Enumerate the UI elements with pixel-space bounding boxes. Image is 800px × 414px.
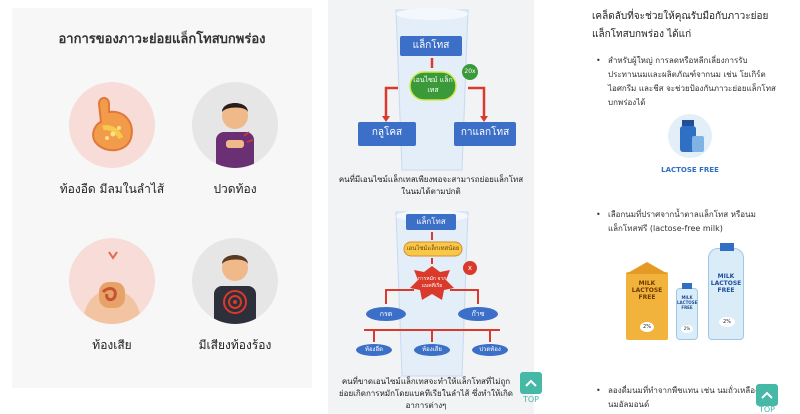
- milk-bottle-large: MILK LACTOSE FREE 2%: [708, 243, 744, 340]
- lactose-label: แล็กโทส: [412, 40, 450, 51]
- symptoms-panel: อาการของภาวะย่อยแล็กโทสบกพร่อง ท้องอืด ม…: [12, 8, 312, 388]
- symptom-label: ท้องเสีย: [92, 338, 132, 352]
- tip-bullet-1: สำหรับผู้ใหญ่ การลดหรือหลีกเลี่ยงการรับป…: [596, 54, 776, 110]
- product-label: FREE: [638, 294, 656, 301]
- symptom-label: มีเสียงท้องร้อง: [198, 338, 272, 352]
- lactose-free-icon: [658, 108, 722, 172]
- symptoms-title: อาการของภาวะย่อยแล็กโทสบกพร่อง: [58, 32, 266, 47]
- tip-bullet-3: ลองดื่มนมที่ทำจากพืชแทน เช่น นมถั่วเหลือ…: [596, 384, 776, 412]
- alert-badge-icon: [463, 261, 477, 275]
- symptom-label: ท้องอืด มีลมในลำไส้: [59, 182, 165, 196]
- product-label: LACTOSE: [710, 280, 742, 287]
- product-label: FREE: [681, 305, 693, 310]
- product-pct: 2%: [681, 325, 693, 333]
- product-label: MILK: [681, 295, 693, 300]
- gas-oval: [458, 307, 498, 321]
- back-to-top-label-right: TOP: [758, 405, 775, 414]
- alert-badge-label: x: [467, 264, 473, 272]
- back-to-top-button[interactable]: [520, 372, 542, 394]
- acid-oval: [366, 307, 406, 321]
- tips-intro: เคล็ดลับที่จะช่วยให้คุณรับมือกับภาวะย่อย…: [592, 11, 769, 40]
- rumbling-stomach-person-icon: [192, 238, 278, 324]
- bloating-label: ท้องอืด: [365, 346, 383, 353]
- fermentation-burst: [410, 266, 454, 300]
- tip-bullet-2: เลือกนมที่ปราศจากน้ำตาลแล็กโทส หรือนมแล็…: [596, 208, 776, 236]
- symptom-bloating: ท้องอืด มีลมในลำไส้: [57, 82, 167, 199]
- back-to-top-button-right[interactable]: [756, 384, 778, 406]
- digestion-diagram-panel: แล็กโทส เอนไซม์ แล็กเทส 20x กลูโคส กาแลก…: [328, 0, 534, 414]
- enzyme-pill: [409, 71, 457, 101]
- cramp-oval: [472, 344, 508, 356]
- product-label: FREE: [717, 287, 735, 294]
- milk-carton: MILK LACTOSE FREE 2%: [626, 262, 668, 340]
- symptom-label: ปวดท้อง: [213, 182, 257, 196]
- product-label: LACTOSE: [631, 287, 663, 294]
- diarrhea-label: ท้องเสีย: [422, 346, 442, 353]
- gas-label: ก๊าซ: [471, 310, 485, 318]
- stomach-icon: [69, 82, 155, 168]
- low-enzyme-label: เอนไซม์แล็กเทสน้อย: [406, 245, 460, 252]
- product-label: LACTOSE: [677, 300, 698, 305]
- bloating-oval: [356, 344, 392, 356]
- acid-label: กรด: [379, 310, 393, 318]
- glucose-label: กลูโคส: [371, 127, 403, 138]
- enzyme-label: เอนไซม์ แล็กเทส: [413, 76, 453, 94]
- intestine-icon: [69, 238, 155, 324]
- stomachache-person-icon: [192, 82, 278, 168]
- diarrhea-oval: [414, 344, 450, 356]
- milk-bottle-small: MILK LACTOSE FREE 2%: [676, 283, 698, 340]
- back-to-top-label: TOP: [522, 395, 539, 404]
- lactose-label-2: แล็กโทส: [416, 217, 446, 226]
- product-label: MILK: [638, 280, 656, 287]
- chevron-up-icon: [525, 379, 537, 387]
- galactose-box: [454, 122, 516, 146]
- lactose-box: [400, 36, 462, 56]
- product-pct: 2%: [719, 317, 735, 327]
- product-label: MILK: [717, 273, 735, 280]
- diagram-top-caption: คนที่มีเอนไซม์แล็กเทสเพียงพอจะสามารถย่อย…: [338, 175, 524, 196]
- enzyme-badge-icon: [462, 64, 478, 80]
- arrows-bottom: [364, 232, 500, 342]
- lactose-box-2: [406, 214, 456, 230]
- symptom-stomachache: ปวดท้อง: [180, 82, 290, 199]
- symptom-diarrhea: ท้องเสีย: [57, 238, 167, 355]
- low-enzyme-pill: [403, 241, 463, 257]
- lactose-free-label: LACTOSE FREE: [661, 166, 719, 174]
- fermentation-label: การหมัก จากแบคทีเรีย: [417, 276, 447, 289]
- arrows-top: [384, 58, 486, 118]
- cramp-label: ปวดท้อง: [479, 346, 501, 353]
- enzyme-badge-label: 20x: [464, 68, 476, 75]
- galactose-label: กาแลกโทส: [460, 127, 510, 138]
- product-pct: 2%: [640, 322, 654, 332]
- chevron-up-icon: [761, 391, 773, 399]
- diagram-bottom-caption: คนที่ขาดเอนไซม์แล็กเทสจะทำให้แล็กโทสที่ไ…: [338, 377, 513, 410]
- symptom-rumbling: มีเสียงท้องร้อง: [180, 238, 290, 355]
- glucose-box: [358, 122, 416, 146]
- lactose-free-products: MILK LACTOSE FREE 2% MILK LACTOSE FREE 2…: [624, 243, 774, 346]
